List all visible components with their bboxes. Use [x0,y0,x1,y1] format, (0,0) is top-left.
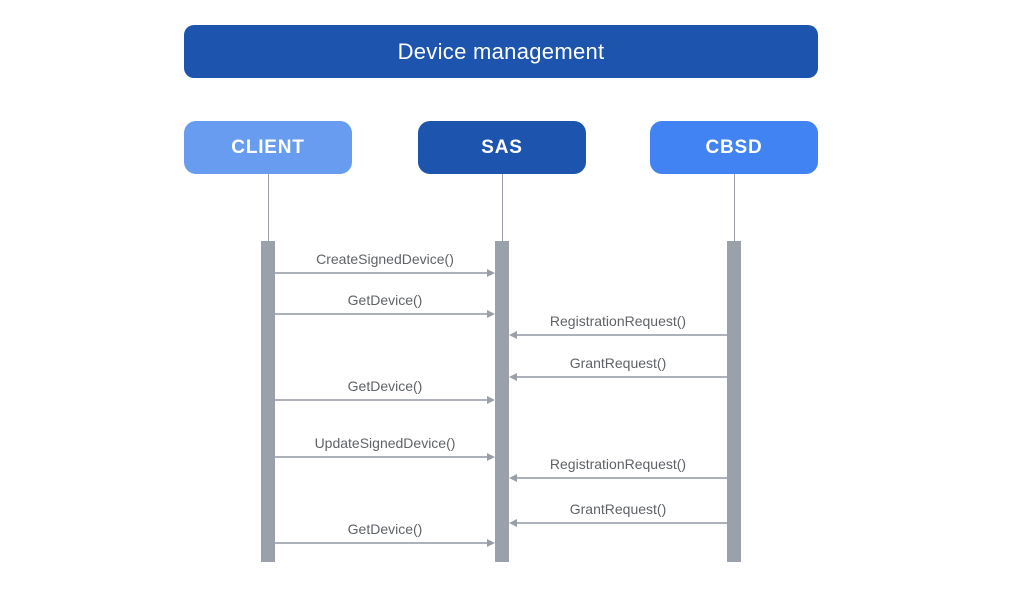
arrowhead-right-icon [487,395,495,404]
message-label: GetDevice() [347,292,423,308]
arrowhead-left-icon [509,372,517,381]
message-line [275,456,489,458]
message-label: GetDevice() [347,378,423,394]
arrowhead-right-icon [487,309,495,318]
message-label: GrantRequest() [569,501,667,517]
arrowhead-left-icon [509,473,517,482]
message-label: GrantRequest() [569,355,667,371]
arrowhead-right-icon [487,538,495,547]
message-line [515,376,727,378]
message-line [275,399,489,401]
message-line [275,313,489,315]
lifeline-cbsd [734,174,735,241]
actor-box-sas: SAS [418,121,586,174]
lifeline-sas [502,174,503,241]
message-label: GetDevice() [347,521,423,537]
lifeline-client [268,174,269,241]
message-line [515,334,727,336]
diagram-title: Device management [184,25,818,78]
actor-box-client: CLIENT [184,121,352,174]
message-label: RegistrationRequest() [549,313,687,329]
arrowhead-left-icon [509,518,517,527]
arrowhead-left-icon [509,330,517,339]
message-label: RegistrationRequest() [549,456,687,472]
activation-bar-cbsd [727,241,741,562]
actor-label: CLIENT [231,136,305,158]
activation-bar-sas [495,241,509,562]
message-line [515,522,727,524]
actor-label: SAS [481,136,523,158]
message-label: UpdateSignedDevice() [314,435,456,451]
message-line [515,477,727,479]
arrowhead-right-icon [487,452,495,461]
message-label: CreateSignedDevice() [316,251,454,267]
actor-label: CBSD [705,136,763,158]
arrowhead-right-icon [487,268,495,277]
activation-bar-client [261,241,275,562]
actor-box-cbsd: CBSD [650,121,818,174]
message-line [275,542,489,544]
message-line [275,272,489,274]
